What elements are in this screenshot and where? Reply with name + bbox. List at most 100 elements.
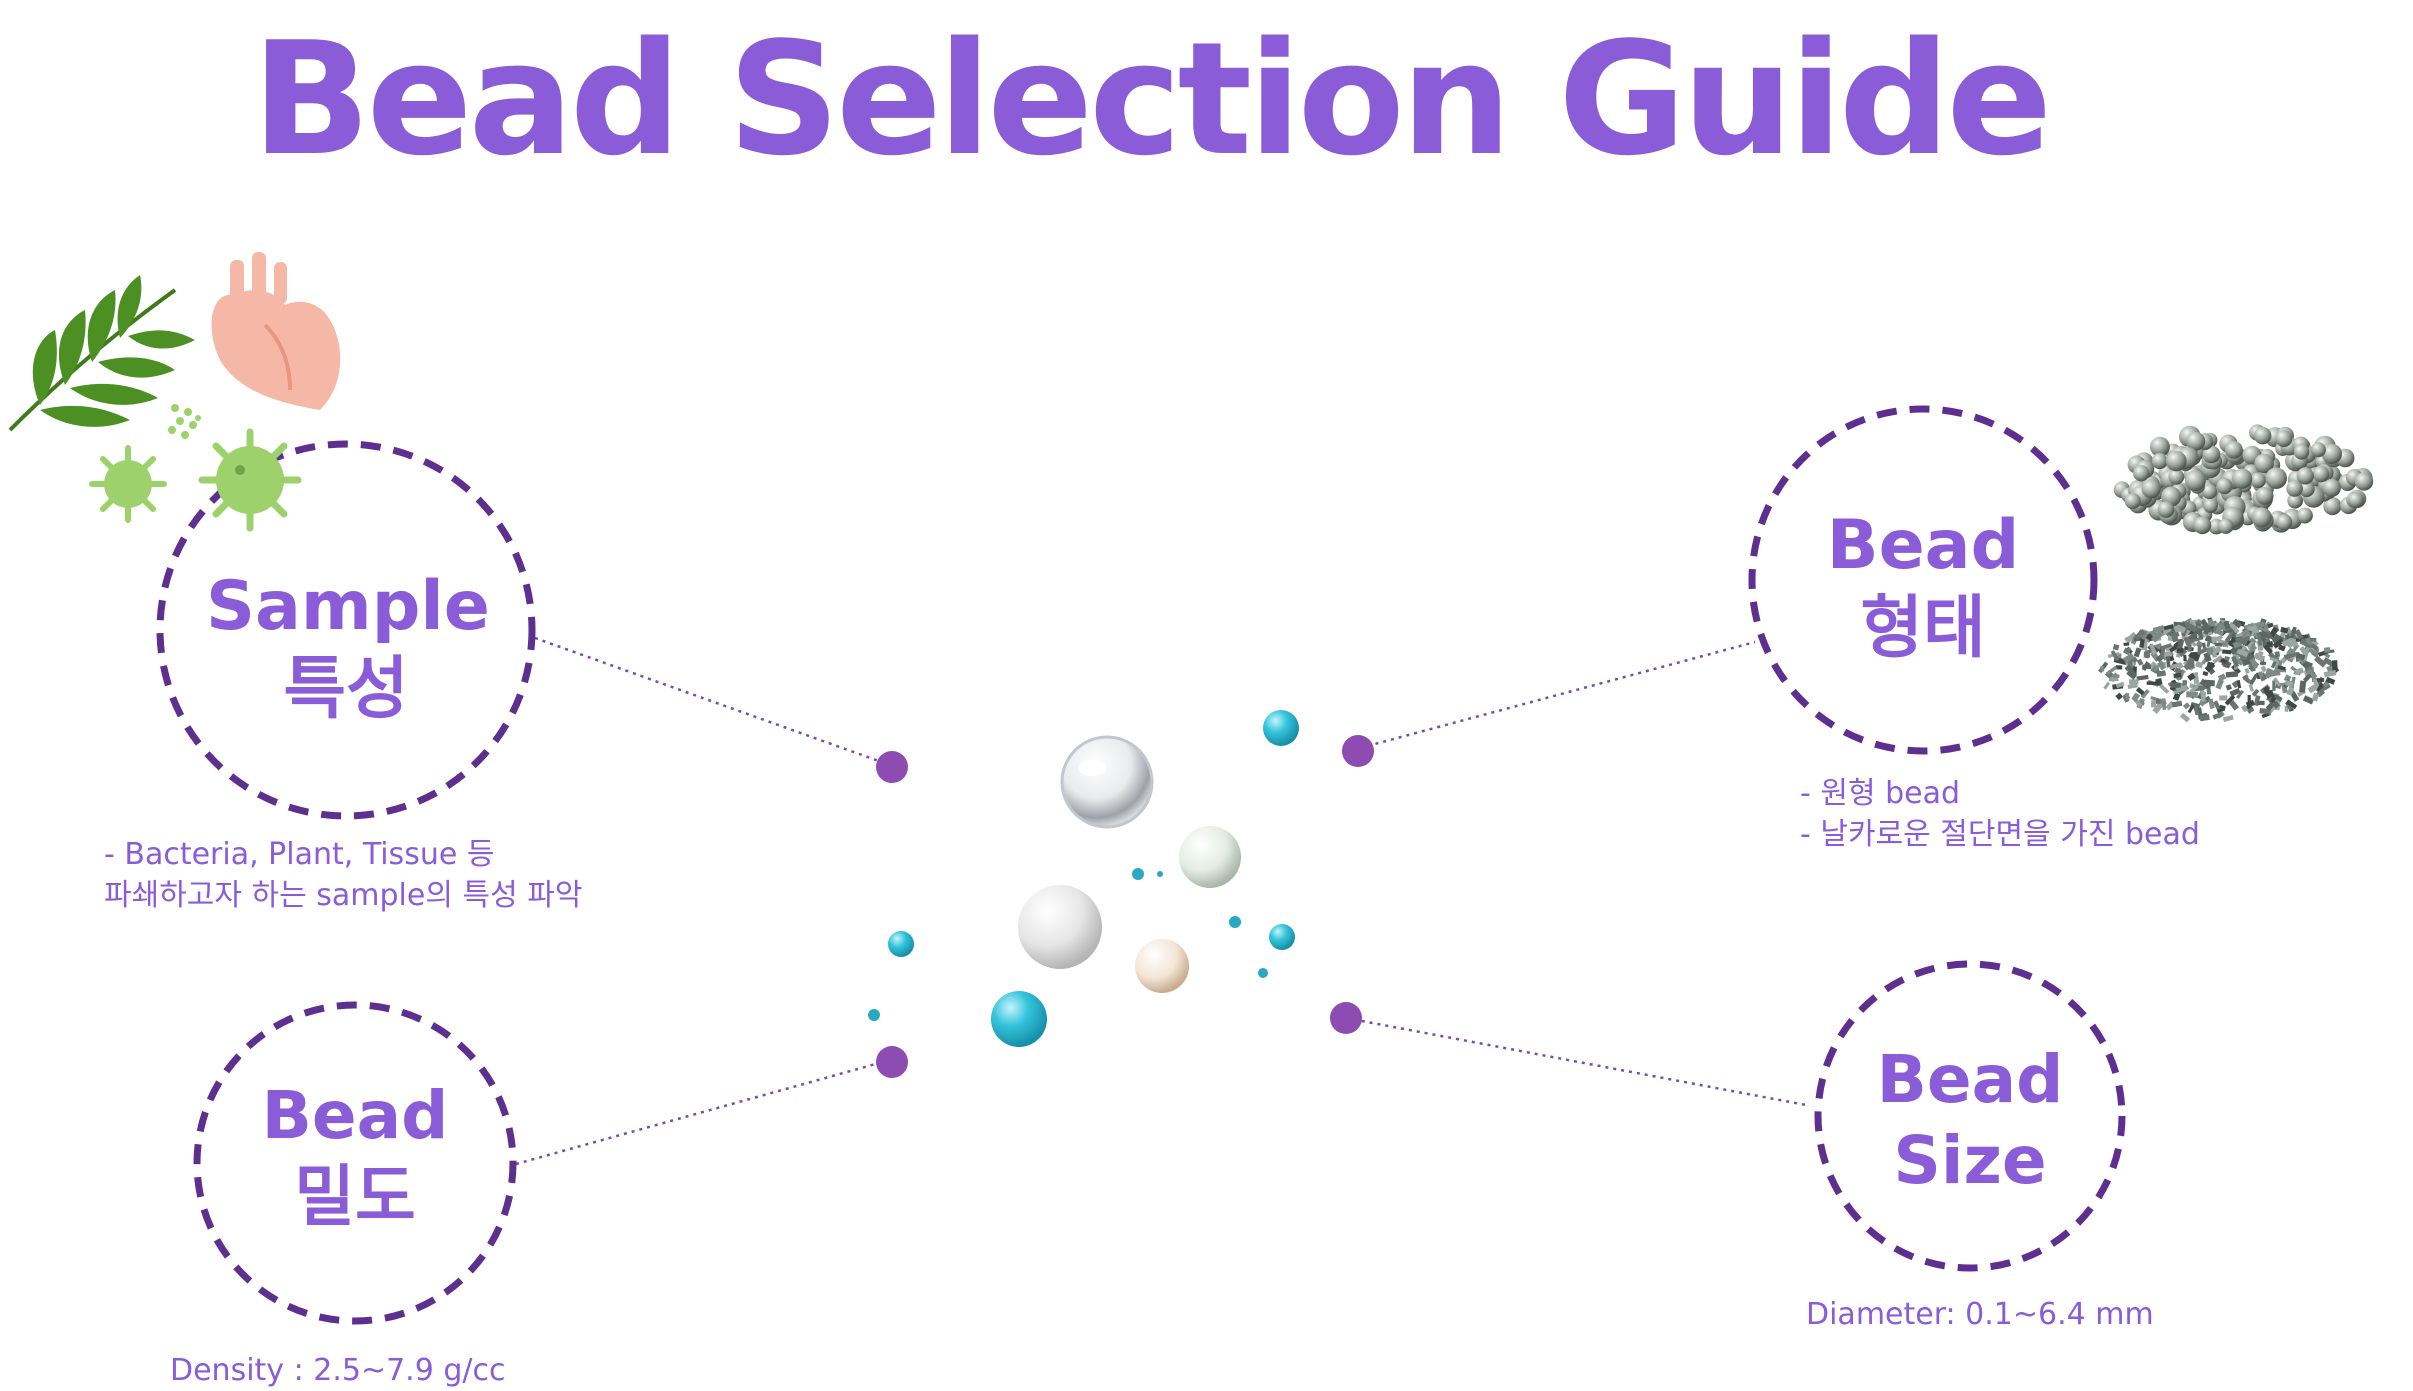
steel-bead — [2293, 444, 2310, 460]
steel-bead — [2250, 472, 2267, 489]
cut-bead — [2316, 682, 2325, 693]
cut-bead — [2136, 674, 2149, 681]
cut-bead — [2268, 626, 2279, 638]
cut-bead — [2262, 686, 2273, 699]
cut-bead — [2249, 673, 2259, 686]
cut-bead — [2235, 637, 2248, 646]
cut-bead — [2168, 645, 2178, 653]
steel-bead — [2275, 430, 2293, 448]
cut-bead — [2187, 631, 2198, 642]
cut-bead — [2231, 655, 2240, 668]
cut-bead — [2208, 621, 2215, 626]
cut-bead — [2195, 660, 2204, 669]
cut-bead — [2135, 687, 2145, 696]
cut-bead — [2126, 665, 2138, 678]
cut-bead — [2161, 624, 2174, 631]
cut-bead — [2272, 700, 2280, 709]
cut-bead — [2235, 633, 2243, 638]
density-caption: Density : 2.5~7.9 g/cc — [170, 1353, 506, 1388]
cut-bead — [2192, 672, 2200, 684]
shape-label-line2: 형태 — [1860, 588, 1986, 668]
cut-bead — [2148, 643, 2158, 656]
steel-bead — [2287, 494, 2303, 509]
cut-bead — [2169, 662, 2181, 670]
cut-bead — [2284, 705, 2289, 712]
cut-bead — [2273, 677, 2282, 687]
steel-bead — [2251, 507, 2272, 528]
cut-bead — [2302, 673, 2312, 683]
size-label: Bead Size — [1835, 1040, 2105, 1201]
cut-bead — [2236, 689, 2244, 699]
steel-bead — [2354, 472, 2374, 491]
cut-bead — [2285, 699, 2298, 710]
cut-bead — [2257, 633, 2263, 646]
cut-bead — [2163, 651, 2173, 658]
cut-bead — [2290, 691, 2300, 702]
cut-bead — [2251, 688, 2260, 697]
cut-bead — [2217, 673, 2227, 682]
cut-bead — [2206, 640, 2211, 648]
cut-bead — [2222, 649, 2232, 655]
cut-bead — [2122, 652, 2135, 664]
steel-bead — [2218, 518, 2234, 534]
shape-label: Bead 형태 — [1788, 505, 2058, 671]
cut-bead — [2227, 640, 2236, 648]
sample-caption: - Bacteria, Plant, Tissue 등 파쇄하고자 하는 sam… — [104, 834, 582, 917]
steel-bead — [2286, 480, 2303, 497]
steel-bead — [2157, 501, 2175, 518]
steel-bead — [2348, 492, 2364, 508]
cut-bead — [2175, 624, 2187, 634]
cut-bead — [2225, 671, 2239, 678]
cut-bead — [2229, 687, 2241, 697]
cut-bead — [2188, 636, 2202, 644]
steel-bead — [2193, 516, 2212, 535]
shape-label-line1: Bead — [1826, 506, 2020, 585]
cut-bead — [2105, 665, 2118, 676]
connector-density — [515, 1058, 891, 1166]
density-label-line2: 밀도 — [294, 1157, 416, 1235]
cut-bead — [2272, 680, 2276, 691]
steel-bead — [2151, 452, 2168, 470]
cut-bead — [2213, 700, 2221, 711]
cut-bead — [2139, 634, 2151, 643]
cut-bead — [2248, 645, 2258, 654]
steel-bead — [2124, 493, 2141, 510]
cut-bead — [2115, 692, 2124, 701]
steel-bead — [2323, 497, 2342, 516]
cut-bead — [2187, 704, 2195, 714]
cut-bead — [2183, 636, 2192, 647]
steel-bead — [2322, 478, 2341, 497]
cut-bead — [2249, 657, 2259, 669]
cut-bead — [2115, 681, 2125, 689]
cut-bead — [2196, 647, 2208, 656]
cut-bead — [2305, 637, 2313, 646]
page-title: Bead Selection Guide — [251, 8, 2053, 190]
cut-bead — [2326, 665, 2334, 673]
cut-bead — [2312, 678, 2325, 682]
steel-bead — [2312, 465, 2330, 483]
steel-bead — [2298, 481, 2315, 498]
cut-bead — [2159, 684, 2170, 694]
cut-bead — [2274, 651, 2281, 658]
steel-bead — [2149, 436, 2170, 457]
cut-bead — [2115, 665, 2123, 670]
sample-label-line2: 특성 — [283, 649, 409, 729]
bead-cluster — [868, 710, 1299, 1047]
cut-bead — [2228, 700, 2239, 711]
cut-bead — [2145, 633, 2154, 641]
cut-bead — [2290, 638, 2297, 643]
cut-bead — [2266, 641, 2273, 648]
cut-bead — [2189, 684, 2199, 693]
cut-bead — [2222, 714, 2234, 722]
cut-bead — [2295, 652, 2306, 661]
pearl-bead-green — [1179, 826, 1241, 888]
cut-bead — [2257, 700, 2265, 706]
cut-bead — [2182, 702, 2191, 710]
cut-bead — [2110, 650, 2120, 662]
cyan-bead — [1263, 710, 1299, 746]
cut-bead — [2156, 660, 2167, 671]
cut-bead — [2187, 672, 2196, 682]
cut-bead — [2305, 668, 2318, 681]
cut-bead — [2232, 618, 2243, 629]
steel-bead — [2133, 465, 2150, 482]
